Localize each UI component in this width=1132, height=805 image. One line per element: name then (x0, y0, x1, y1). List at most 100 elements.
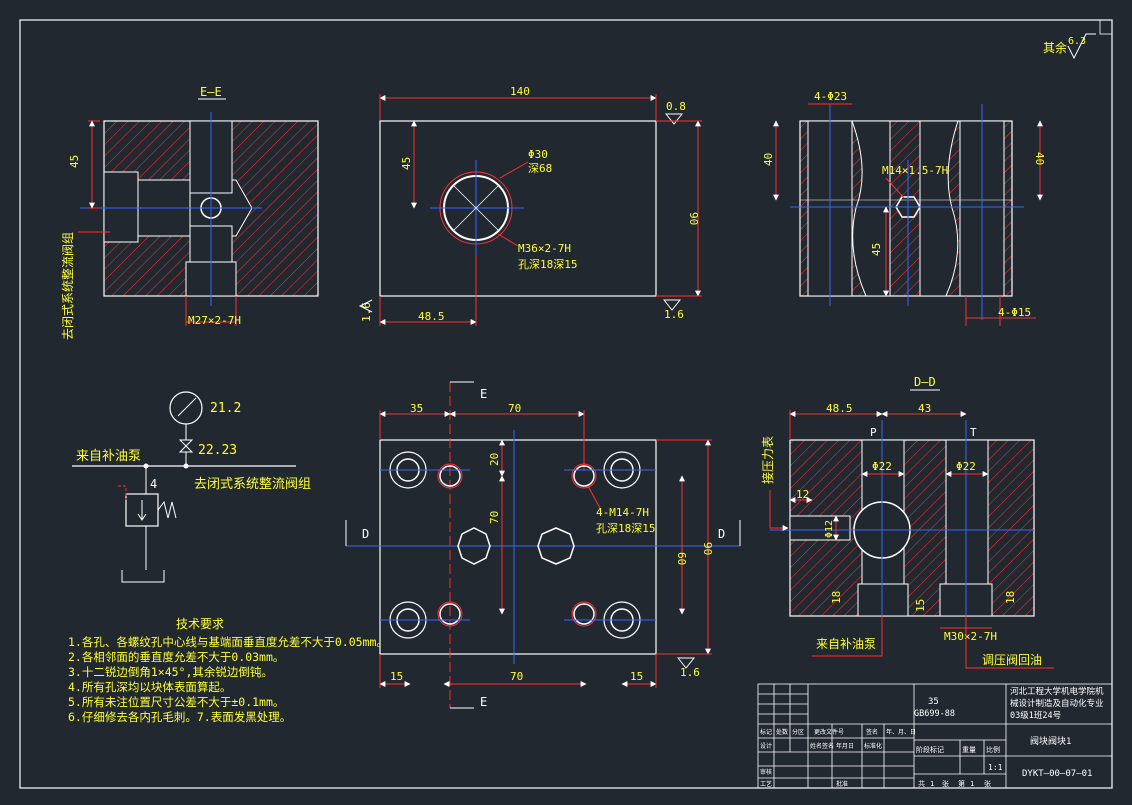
tb-school-1: 河北工程大学机电学院机 (1010, 686, 1104, 697)
tb-sheet-1: 共 (918, 779, 925, 788)
tb-s-2: 重量 (962, 746, 976, 754)
tb-sheet-6: 张 (984, 779, 991, 788)
bottom-holes (389, 451, 641, 639)
tb-standard: GB699-88 (914, 709, 955, 719)
dd-from-pump: 来自补油泵 (816, 637, 876, 651)
drawing-frame (19, 19, 1113, 789)
title-block (757, 683, 1113, 789)
dd-dim-12: 12 (796, 488, 809, 501)
from-pump-label: 来自补油泵 (76, 449, 141, 464)
side-thread-note: M14×1.5-7H (882, 164, 948, 177)
bottom-dim-15-right: 15 (630, 670, 643, 683)
tech-req-line-1: 1.各孔、各螺纹孔中心线与基端面垂直度允差不大于0.05mm。 (68, 635, 388, 649)
tb-d-4: 标准化 (864, 742, 882, 750)
tb-material: 35 (928, 697, 939, 707)
roughness-label: 其余 (1043, 40, 1067, 55)
tb-sheet-5: 1 (970, 780, 974, 788)
view-ee-dim-45: 45 (68, 155, 81, 168)
gauge-value: 21.2 (210, 401, 241, 416)
tb-s-1: 阶段标记 (916, 745, 944, 754)
side-bottom-note: 4-Φ15 (998, 306, 1031, 319)
side-mark-right: D (718, 527, 725, 541)
tb-r-3: 批准 (836, 780, 848, 788)
tb-r-1: 审核 (760, 768, 772, 776)
bottom-roughness: 1.6 (680, 666, 700, 679)
tech-req-title: 技术要求 (176, 617, 224, 631)
tb-h-4: 更改文件号 (814, 728, 844, 736)
shutoff-valve-icon (178, 439, 194, 453)
dd-port-p: P (870, 426, 877, 439)
top-hole-note-1: Φ30 (528, 148, 548, 161)
bottom-dim-90: 90 (701, 542, 714, 555)
title-block-text: 35 GB699-88 河北工程大学机电学院机 械设计制造及自动化专业 03级1… (760, 686, 1104, 788)
valve-value: 22.23 (198, 443, 237, 458)
section-mark-bottom: E (480, 695, 487, 709)
tb-school-2: 械设计制造及自动化专业 (1010, 698, 1104, 709)
tank-icon (121, 570, 165, 583)
tb-scale: 1:1 (988, 763, 1003, 772)
section-mark-top: E (480, 387, 487, 401)
view-ee-title: E—E (200, 85, 222, 99)
bottom-dim-70-top: 70 (508, 402, 521, 415)
tech-req-line-4: 4.所有孔深均以块体表面算起。 (68, 680, 231, 694)
side-top-note: 4-Φ23 (814, 90, 847, 103)
side-dim-40-right: 40 (1033, 152, 1046, 165)
dd-dia-22-left: Φ22 (872, 460, 892, 473)
side-dim-40-left: 40 (762, 153, 775, 166)
bottom-dim-60: 60 (675, 552, 688, 565)
tb-part-name: 阀块阀块1 (1030, 735, 1071, 747)
general-roughness-symbol: 其余 6.3 (1043, 33, 1096, 60)
view-top: 140 0.8 45 90 48.5 1.6 1.6 Φ30 深68 M36×2… (358, 85, 702, 326)
tb-h-5: 签名 (866, 728, 878, 736)
tb-h-2: 处数 (776, 728, 788, 736)
dd-thread-note: M30×2-7H (944, 630, 997, 643)
tb-h-1: 标记 (760, 728, 772, 736)
tb-h-6: 年、月、日 (886, 728, 916, 736)
technical-requirements: 技术要求 1.各孔、各螺纹孔中心线与基端面垂直度允差不大于0.05mm。 2.各… (68, 617, 388, 724)
top-hole-note-2: 深68 (528, 162, 552, 175)
tech-req-line-5: 5.所有未注位置尺寸公差不大于±0.1mm。 (68, 695, 284, 709)
side-dim-45: 45 (870, 243, 883, 256)
tb-school-3: 03级1班24号 (1010, 710, 1061, 721)
view-bottom: E E D D 35 70 20 70 60 90 15 70 15 1.6 (345, 381, 741, 709)
tech-req-line-2: 2.各相邻面的垂直度允差不大于0.03mm。 (68, 650, 284, 664)
view-side-section: 4-Φ23 40 40 M14×1.5-7H 45 4-Φ15 (762, 90, 1046, 326)
dd-dim-43: 43 (918, 402, 931, 415)
top-thread-note-1: M36×2-7H (518, 242, 571, 255)
tb-r-2: 工艺 (760, 780, 772, 788)
tb-d-1: 设计 (760, 742, 772, 750)
dd-dim-18-left: 18 (830, 591, 843, 604)
hydraulic-schematic: 21.2 22.23 来自补油泵 去闭式系统整流阀组 4 (72, 391, 311, 583)
roughness-value: 6.3 (1068, 36, 1086, 47)
top-dim-45: 45 (400, 157, 413, 170)
bottom-dim-70-bottom: 70 (510, 670, 523, 683)
dd-dia-22-right: Φ22 (956, 460, 976, 473)
top-roughness-right: 1.6 (664, 308, 684, 321)
view-ee-section: E—E 45 M27×2-7H 去闭式系统整流阀组 (60, 85, 319, 340)
top-dim-90: 90 (687, 212, 700, 225)
tb-drawing-no: DYKT—00—07—01 (1022, 769, 1092, 779)
tb-d-2: 姓名签名 (810, 742, 834, 750)
bottom-dim-35: 35 (410, 402, 423, 415)
tech-req-line-6: 6.仔细修去各内孔毛刺。7.表面发黑处理。 (68, 710, 291, 724)
tb-d-3: 年月日 (836, 742, 854, 750)
tb-s-3: 比例 (986, 745, 1000, 754)
dd-dim-48-5: 48.5 (826, 402, 853, 415)
relief-num: 4 (150, 477, 157, 491)
top-dim-48-5: 48.5 (418, 310, 445, 323)
tb-sheet-2: 1 (930, 780, 934, 788)
bottom-dim-20: 20 (488, 453, 501, 466)
dd-gauge-label: 接压力表 (760, 436, 775, 484)
tb-sheet-4: 第 (958, 779, 965, 788)
tech-req-line-3: 3.十二锐边倒角1×45°,其余锐边倒钝。 (68, 665, 273, 679)
dd-port-t: T (970, 426, 977, 439)
dd-to-valve: 调压阀回油 (982, 653, 1042, 667)
to-valve-label: 去闭式系统整流阀组 (194, 477, 311, 492)
tb-sheet-3: 张 (942, 779, 949, 788)
dd-dia-12: Φ12 (824, 520, 835, 538)
bottom-dim-15-left: 15 (390, 670, 403, 683)
bottom-dim-70-vert: 70 (488, 511, 501, 524)
dd-dim-18-right: 18 (1004, 591, 1017, 604)
view-ee-thread-label: M27×2-7H (188, 314, 241, 327)
